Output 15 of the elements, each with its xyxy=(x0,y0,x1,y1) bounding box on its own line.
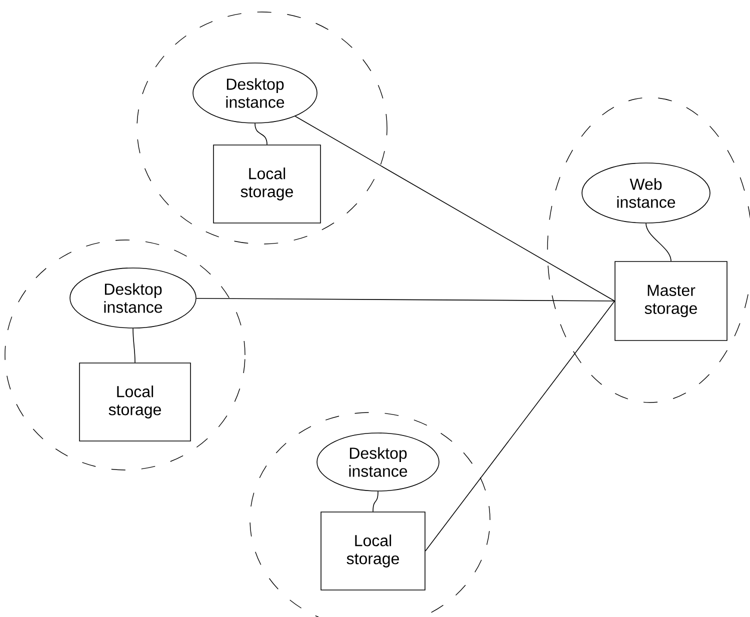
connector-line xyxy=(196,298,615,302)
connector-line xyxy=(294,116,615,302)
dashed-cloud xyxy=(136,12,388,244)
storage-box: Local storage xyxy=(79,362,191,442)
connector-line xyxy=(425,300,615,552)
storage-box: Local storage xyxy=(213,144,321,224)
wavy-connector xyxy=(646,223,672,262)
storage-box: Master storage xyxy=(614,261,728,341)
wavy-connector xyxy=(254,123,268,145)
dashed-cloud xyxy=(250,412,490,617)
wavy-connector xyxy=(132,328,136,363)
dashed-cloud xyxy=(4,240,246,470)
wavy-connector xyxy=(372,491,378,512)
storage-box: Local storage xyxy=(320,512,426,590)
dashed-cloud xyxy=(547,97,750,403)
